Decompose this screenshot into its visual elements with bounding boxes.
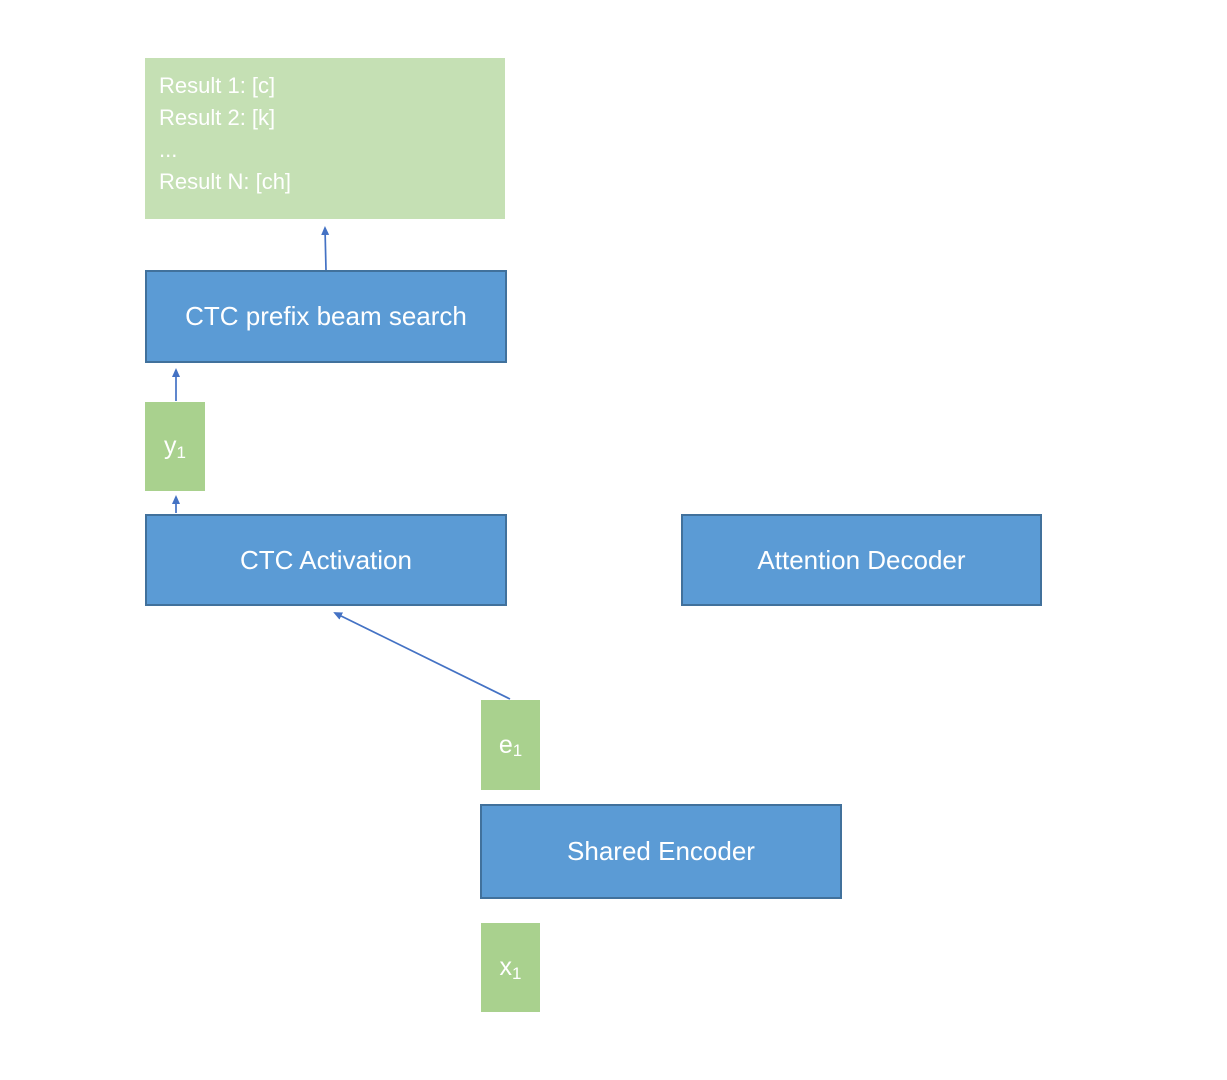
nbest-results-box: Result 1: [c] Result 2: [k] ... Result N… [145, 58, 505, 219]
result-line-2: Result 2: [k] [159, 105, 276, 130]
ctc-prefix-beam-search-node: CTC prefix beam search [145, 270, 507, 363]
shared-encoder-node: Shared Encoder [480, 804, 842, 899]
ctc-activation-label: CTC Activation [240, 544, 412, 575]
e1-embedding-node: e1 [481, 700, 540, 790]
y1-token-node: y1 [145, 402, 205, 491]
shared-encoder-label: Shared Encoder [567, 836, 755, 866]
x1-label: x1 [499, 953, 522, 983]
result-line-ellipsis: ... [159, 137, 178, 162]
attention-decoder-node: Attention Decoder [681, 514, 1042, 606]
y1-label: y1 [164, 432, 186, 462]
ctc-prefix-beam-search-label: CTC prefix beam search [185, 301, 467, 331]
arrow-beamsearch-to-results [321, 226, 330, 271]
x1-input-node: x1 [481, 923, 540, 1012]
arrow-e1-to-activation [333, 612, 511, 700]
result-line-n: Result N: [ch] [159, 169, 292, 194]
e1-label: e1 [498, 730, 523, 761]
result-line-1: Result 1: [c] [159, 73, 276, 98]
ctc-activation-node: CTC Activation [145, 514, 507, 606]
attention-decoder-label: Attention Decoder [757, 544, 966, 575]
